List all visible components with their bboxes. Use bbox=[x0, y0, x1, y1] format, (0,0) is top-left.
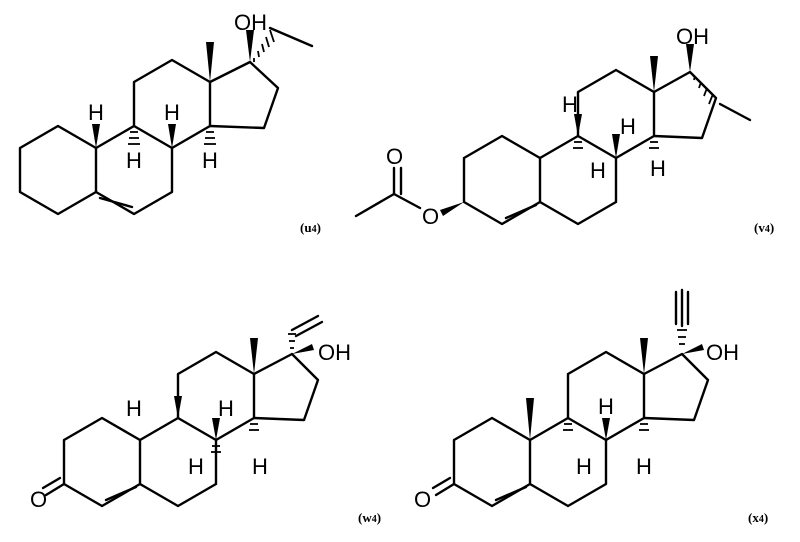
h-label-v4-14: H bbox=[650, 156, 666, 181]
h-label-u4-9: H bbox=[126, 148, 142, 173]
h9-hash-u4 bbox=[128, 131, 140, 145]
structure-v4: O O OH H H H H (v4) bbox=[354, 24, 774, 235]
h9-wedge-v4 bbox=[574, 114, 582, 136]
ethyl-hash-v4 bbox=[693, 75, 714, 105]
compound-label-u4: (u4) bbox=[300, 220, 321, 235]
ring-a-v4 bbox=[462, 134, 542, 226]
h-label-w4-8: H bbox=[218, 396, 234, 421]
ring-d-u4 bbox=[208, 60, 280, 130]
h8-wedge-x4 bbox=[602, 418, 610, 440]
h14-hash-x4 bbox=[639, 423, 649, 431]
ketone-w4-2 bbox=[41, 476, 62, 490]
double-bond-v4 bbox=[504, 203, 538, 220]
propionyl-chain-v4 bbox=[354, 192, 422, 218]
h9a-hash-v4 bbox=[573, 141, 583, 149]
oh-wedge-w4 bbox=[292, 344, 314, 354]
h8-wedge-v4 bbox=[612, 134, 620, 158]
ring-b-u4 bbox=[94, 124, 174, 216]
compound-label-v4: (v4) bbox=[754, 220, 774, 235]
methyl-wedge-x4-13 bbox=[640, 338, 648, 374]
h9-hash-x4 bbox=[563, 423, 573, 431]
h14-hash-u4 bbox=[204, 131, 216, 145]
h-label-u4-14: H bbox=[202, 148, 218, 173]
o-label-x4: O bbox=[414, 487, 431, 512]
h10-wedge-u4 bbox=[92, 124, 100, 148]
structure-w4: O OH H H H H (w4) bbox=[30, 314, 381, 525]
oh-label-w4: OH bbox=[318, 340, 351, 365]
h14-hash-w4 bbox=[249, 423, 259, 431]
ring-b-v4 bbox=[538, 134, 618, 226]
structure-x4: O OH H H H (x4) bbox=[414, 288, 768, 525]
ketone-x4-2 bbox=[431, 476, 452, 490]
o-label-v4-ester: O bbox=[422, 204, 439, 229]
ring-c-x4 bbox=[566, 350, 646, 442]
h-label-x4-9: H bbox=[576, 454, 592, 479]
oh-label-u4: OH bbox=[234, 10, 267, 35]
methyl-wedge-v4 bbox=[650, 56, 658, 92]
ring-c-v4 bbox=[576, 68, 656, 160]
ester-wedge-v4 bbox=[440, 202, 464, 216]
oh-wedge-v4 bbox=[686, 44, 694, 72]
methyl-wedge-x4-10 bbox=[526, 398, 534, 440]
ring-a-w4 bbox=[62, 416, 142, 508]
ring-d-w4 bbox=[252, 352, 320, 422]
h-label-w4-14: H bbox=[252, 454, 268, 479]
h-label-u4-10: H bbox=[88, 100, 104, 125]
ketone-w4 bbox=[44, 482, 66, 497]
o-label-w4: O bbox=[30, 487, 47, 512]
h9-hash-w4 bbox=[211, 445, 221, 453]
compound-label-x4: (x4) bbox=[748, 510, 768, 525]
ethyl-v4 bbox=[718, 102, 752, 122]
structure-u4: OH H H H H (u4) bbox=[18, 10, 321, 235]
ring-b-x4 bbox=[528, 416, 608, 508]
oh-label-v4: OH bbox=[676, 24, 709, 49]
h8-wedge-u4 bbox=[168, 124, 176, 148]
ring-c-u4 bbox=[132, 58, 212, 150]
ethyl-u4 bbox=[268, 26, 314, 48]
ring-a-u4 bbox=[18, 124, 98, 216]
h14-hash-v4 bbox=[649, 141, 659, 149]
h10-wedge-w4 bbox=[174, 396, 182, 418]
ring-c-w4 bbox=[176, 350, 256, 442]
double-bond-w4 bbox=[104, 485, 138, 502]
oh-label-x4: OH bbox=[706, 340, 739, 365]
ethyl-hash-u4 bbox=[253, 29, 275, 62]
ring-d-x4 bbox=[642, 352, 710, 422]
h-label-v4-10: H bbox=[562, 92, 578, 117]
vinyl-w4-2 bbox=[294, 320, 324, 338]
ketone-x4 bbox=[434, 482, 456, 497]
h-label-v4-9: H bbox=[590, 158, 606, 183]
h-label-x4-14: H bbox=[636, 454, 652, 479]
vinyl-hash-w4 bbox=[288, 333, 296, 349]
oh-wedge-x4 bbox=[682, 344, 704, 354]
oh-wedge-u4 bbox=[246, 30, 254, 62]
double-bond-u4 bbox=[98, 196, 134, 209]
h8-wedge-w4 bbox=[212, 418, 220, 440]
h-label-w4-10: H bbox=[126, 396, 142, 421]
compound-label-w4: (w4) bbox=[358, 510, 381, 525]
o-label-v4-carbonyl: O bbox=[386, 144, 403, 169]
ring-d-v4 bbox=[652, 70, 718, 140]
methyl-wedge-w4 bbox=[250, 338, 258, 374]
methyl-wedge-u4 bbox=[206, 42, 214, 82]
ring-a-x4 bbox=[452, 416, 532, 508]
ring-b-w4 bbox=[138, 416, 218, 508]
h-label-w4-9: H bbox=[188, 454, 204, 479]
h-label-x4-8: H bbox=[598, 394, 614, 419]
double-bond-x4 bbox=[494, 485, 528, 502]
ethynyl-hash-x4 bbox=[677, 329, 687, 345]
h-label-u4-8: H bbox=[164, 100, 180, 125]
vinyl-w4 bbox=[290, 314, 320, 332]
h-label-v4-8: H bbox=[620, 114, 636, 139]
